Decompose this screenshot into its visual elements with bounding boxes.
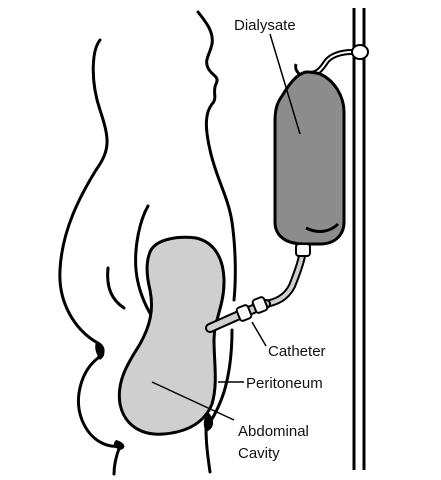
label-peritoneum: Peritoneum — [246, 375, 323, 392]
leader-catheter — [251, 321, 267, 347]
bag-highlight — [305, 222, 340, 233]
dialysate-tube — [265, 243, 311, 308]
body-accent-buttock — [113, 440, 125, 450]
leader-abdominal-cavity — [151, 381, 235, 421]
label-abdominal-cavity-line2: Cavity — [238, 445, 280, 462]
iv-pole — [352, 8, 366, 470]
body-accent-front — [203, 412, 213, 432]
catheter — [205, 296, 271, 333]
body-accent-back — [95, 342, 105, 360]
label-catheter: Catheter — [268, 343, 326, 360]
leader-dialysate — [269, 33, 301, 135]
label-abdominal-cavity-line1: Abdominal — [238, 423, 309, 440]
abdominal-cavity — [117, 235, 226, 436]
leader-lines — [151, 33, 301, 421]
label-dialysate: Dialysate — [234, 17, 296, 34]
dialysate-bag — [273, 70, 346, 246]
